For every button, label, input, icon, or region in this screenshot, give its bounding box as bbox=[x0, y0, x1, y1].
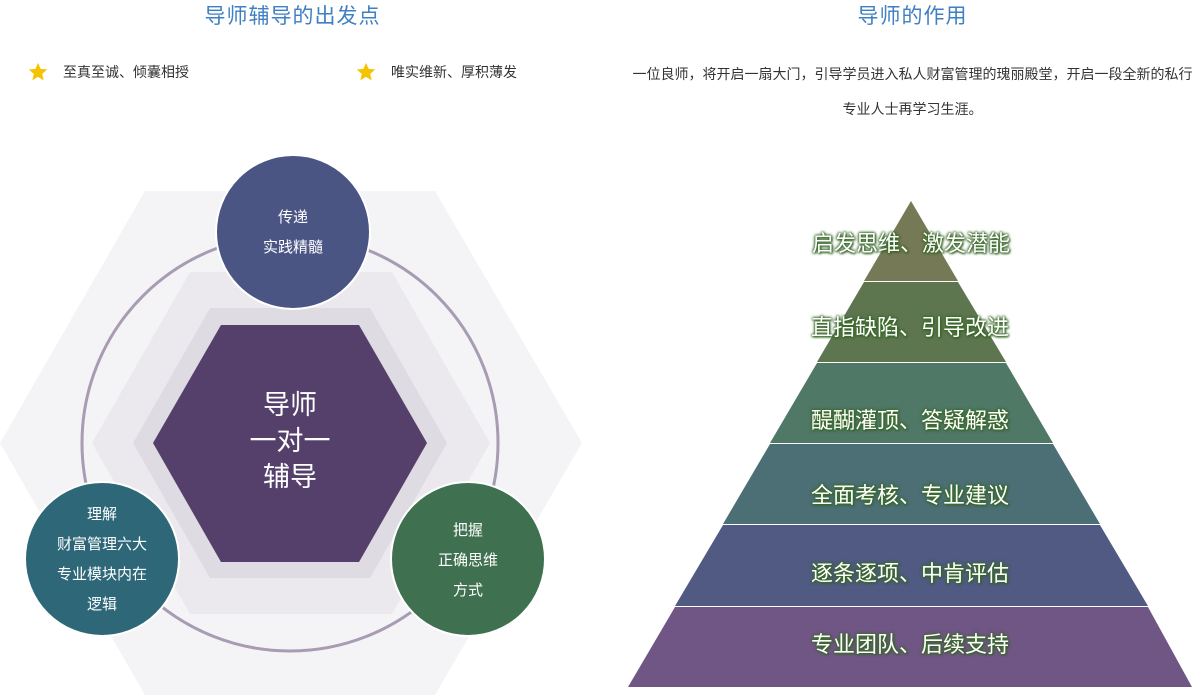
center-label: 导师 一对一 辅导 bbox=[200, 388, 380, 496]
circle-top bbox=[215, 154, 371, 310]
circle-top-line-2: 实践精髓 bbox=[262, 238, 323, 256]
circle-left-line-1: 理解 bbox=[86, 505, 117, 523]
pyramid-label-1: 启发思维、激发潜能 bbox=[811, 232, 1010, 257]
pyramid-label-2: 直指缺陷、引导改进 bbox=[810, 316, 1009, 341]
point-item-2: 唯实维新、厚积薄发 bbox=[355, 61, 517, 83]
circle-right-line-1: 把握 bbox=[452, 521, 483, 539]
circle-left-line-2: 财富管理六大 bbox=[56, 535, 147, 553]
pyramid-label-6: 专业团队、后续支持 bbox=[810, 633, 1009, 658]
pyramid-label-5: 逐条逐项、中肯评估 bbox=[810, 562, 1009, 587]
role-description: 一位良师，将开启一扇大门，引导学员进入私人财富管理的瑰丽殿堂，开启一段全新的私行… bbox=[632, 67, 1193, 118]
pyramid-layer-1 bbox=[864, 201, 958, 281]
circle-left-line-3: 专业模块内在 bbox=[56, 565, 147, 583]
center-line-2: 一对一 bbox=[249, 426, 331, 457]
center-hexagon bbox=[153, 325, 427, 562]
pyramid-layer-3 bbox=[770, 363, 1053, 443]
circle-top-line-1: 传递 bbox=[277, 208, 308, 226]
circle-bottom-right bbox=[390, 481, 546, 637]
circle-bottom-left bbox=[24, 481, 180, 637]
center-line-1: 导师 bbox=[263, 390, 317, 421]
pyramid-layer-6 bbox=[628, 607, 1192, 687]
star-icon bbox=[28, 62, 48, 81]
pyramid-layer-2 bbox=[817, 282, 1006, 362]
star-icon bbox=[356, 62, 376, 81]
circle-left-line-4: 逻辑 bbox=[86, 595, 117, 613]
pyramid-label-4: 全面考核、专业建议 bbox=[810, 484, 1009, 509]
pyramid-layer-4 bbox=[723, 444, 1100, 524]
pyramid-layer-5 bbox=[675, 525, 1148, 606]
section-title-left: 导师辅导的出发点 bbox=[204, 4, 381, 28]
circle-right-line-2: 正确思维 bbox=[437, 551, 498, 569]
center-line-3: 辅导 bbox=[263, 462, 317, 493]
point-item-1: 至真至诚、倾囊相授 bbox=[27, 61, 189, 83]
pyramid-label-3: 醍醐灌顶、答疑解惑 bbox=[810, 409, 1009, 434]
point-label-1: 至真至诚、倾囊相授 bbox=[63, 65, 189, 81]
circle-top-label: 传递 实践精髓 bbox=[218, 202, 368, 262]
circle-bottom-right-label: 把握 正确思维 方式 bbox=[393, 515, 543, 605]
point-label-2: 唯实维新、厚积薄发 bbox=[391, 65, 517, 81]
section-title-right: 导师的作用 bbox=[857, 4, 968, 28]
circle-right-line-3: 方式 bbox=[452, 581, 483, 599]
circle-bottom-left-label: 理解 财富管理六大 专业模块内在 逻辑 bbox=[27, 499, 177, 619]
